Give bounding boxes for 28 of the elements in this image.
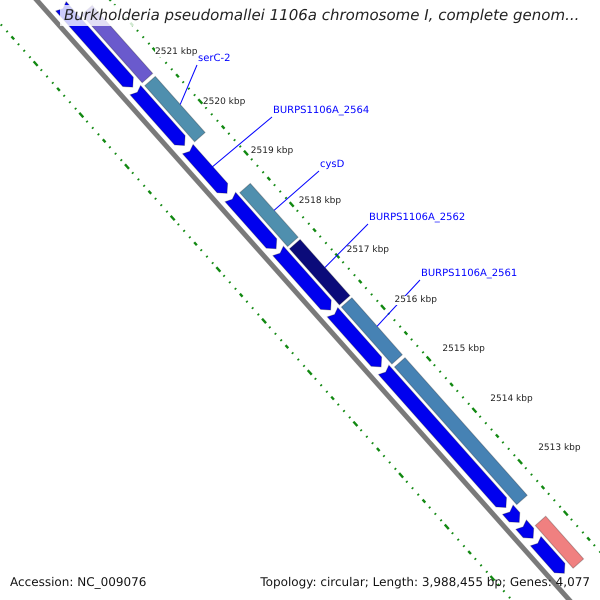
gene-label: BURPS1106A_2564: [273, 106, 370, 116]
scale-label: 2517 kbp: [346, 246, 389, 255]
gene-label: BURPS1106A_2561: [421, 269, 518, 279]
gene-feature: [182, 144, 228, 194]
scale-label: 2519 kbp: [250, 147, 294, 156]
gene-feature: [129, 84, 186, 146]
scale-label: 2521 kbp: [155, 48, 198, 57]
leader-line: [324, 224, 368, 268]
gene-label: BURPS1106A_2562: [369, 213, 466, 223]
gene-label: serC-2: [198, 54, 230, 64]
accession-text: Accession: NC_009076: [10, 576, 146, 588]
gene-feature: [326, 306, 382, 368]
gene-feature: [224, 192, 278, 250]
scale-label: 2513 kbp: [538, 444, 581, 453]
scale-label: 2518 kbp: [298, 196, 342, 206]
leader-line: [212, 116, 272, 168]
gene-feature: [239, 182, 299, 248]
scale-label: 2515 kbp: [442, 345, 485, 354]
leader-line: [274, 170, 320, 211]
gene-feature: [534, 516, 584, 569]
scale-label: 2520 kbp: [202, 98, 246, 106]
leader-line: [180, 64, 198, 105]
scale-label: 2514 kbp: [490, 394, 533, 404]
gene-feature: [530, 536, 566, 574]
gene-label: cysD: [320, 160, 344, 170]
genome-info-text: Topology: circular; Length: 3,988,455 bp; Genes: 4,077: [260, 576, 590, 588]
scale-label: 2516 kbp: [394, 296, 437, 304]
gene-feature: [272, 245, 332, 311]
